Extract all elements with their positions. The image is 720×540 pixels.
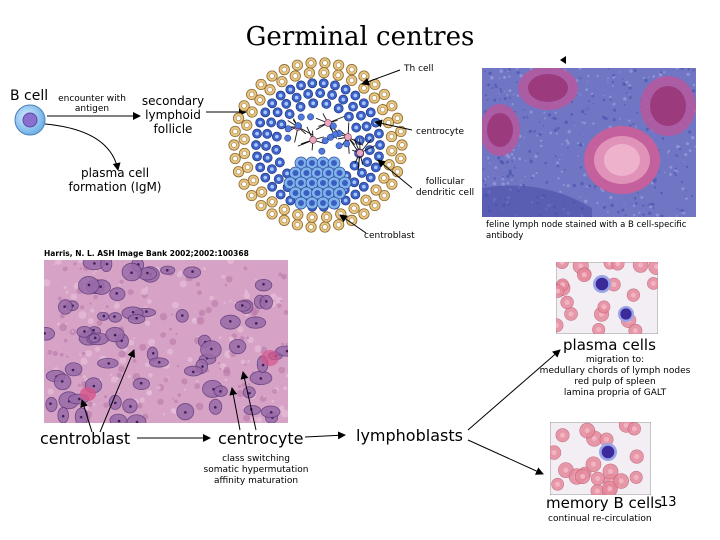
memory-b-cells-notes: continual re-circulation (548, 514, 652, 524)
encounter-label: encounter with antigen (58, 94, 126, 114)
page-title: Germinal centres (245, 22, 475, 52)
b-cell-label: B cell (10, 88, 49, 104)
pointer-triangle-icon (560, 56, 566, 64)
centrocyte-label: centrocyte (218, 429, 304, 448)
plasma-cells-image (556, 262, 658, 334)
centroblast-diagram-label: centroblast (364, 231, 415, 241)
germinal-centre-diagram (228, 57, 408, 233)
plasma-cells-notes: migration to: medullary chords of lymph … (539, 355, 691, 398)
memory-b-cells-label: memory B cells (546, 494, 663, 512)
centroblast-label: centroblast (40, 429, 131, 448)
arrow-centrocyte-to-lymphoblasts (304, 431, 346, 440)
plasma-formation-label: plasma cell formation (IgM) (68, 166, 162, 194)
page-number: 13 (660, 495, 677, 510)
image-credit: Harris, N. L. ASH Image Bank 2002;2002:1… (44, 249, 249, 258)
plasma-cells-label: plasma cells (563, 336, 656, 354)
arrow-bcell-to-plasma (44, 123, 121, 171)
lymphoblasts-label: lymphoblasts (356, 426, 463, 445)
th-cell-label: Th cell (404, 64, 434, 74)
histology-micrograph (44, 260, 288, 423)
lymph-node-caption: feline lymph node stained with a B cell-… (486, 220, 687, 241)
secondary-follicle-label: secondary lymphoid follicle (141, 94, 205, 136)
memory-b-cells-image (550, 422, 651, 495)
centrocyte-notes: class switching somatic hypermutation af… (203, 454, 309, 486)
b-cell-icon (14, 104, 46, 136)
arrow-to-plasma (467, 349, 561, 431)
centrocyte-diagram-label: centrocyte (416, 127, 465, 137)
arrow-to-memory (467, 439, 544, 475)
fdc-label: follicular dendritic cell (415, 177, 475, 198)
lymph-node-stain-image (482, 68, 696, 217)
